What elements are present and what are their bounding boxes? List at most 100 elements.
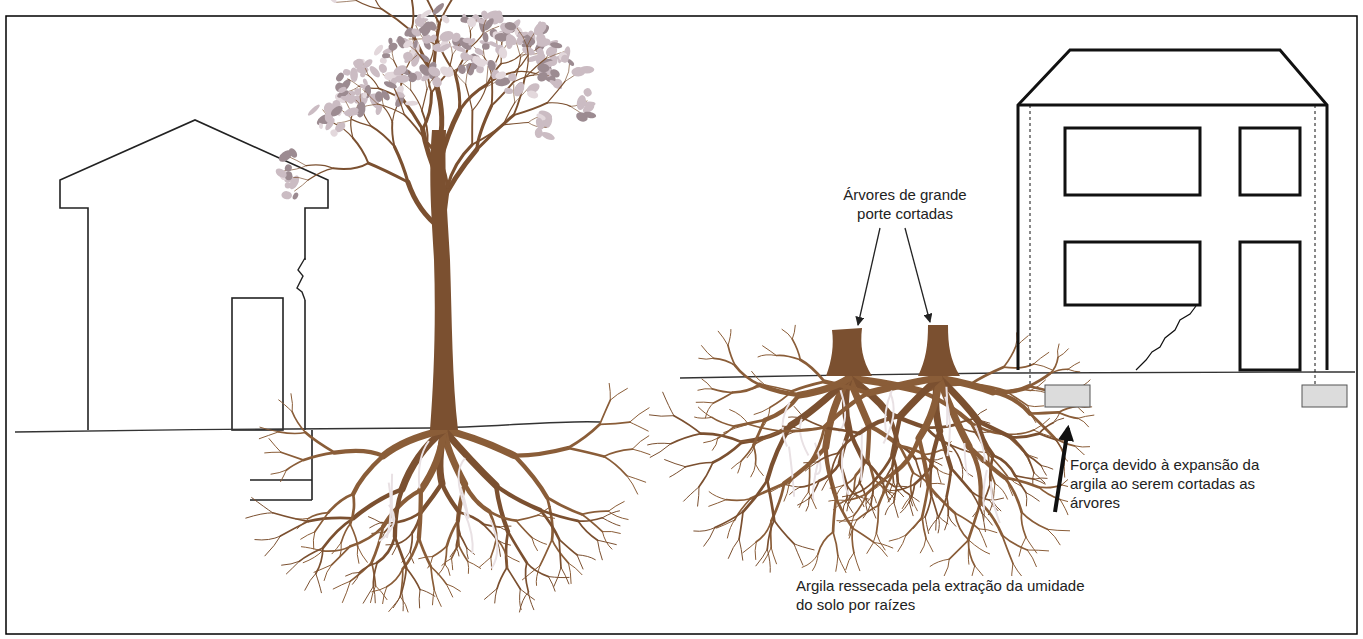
leaf [548,78,563,90]
branch-stroke [1004,347,1016,367]
leaf [465,54,474,61]
branch-stroke [756,464,764,475]
branch-stroke [1011,434,1039,438]
branch-stroke [1030,412,1058,413]
branch-stroke [363,586,373,603]
branch-stroke [459,512,483,524]
root-highlight [789,447,794,497]
branch-stroke [936,515,938,530]
branch-stroke [758,355,776,357]
leaf [432,76,443,88]
branch-stroke [520,589,522,610]
branch-stroke [774,520,794,543]
branch-stroke [1041,465,1046,475]
force-label: Força devido à expansão da argila ao ser… [1068,455,1302,512]
branch-stroke [1034,478,1047,479]
branch-stroke [828,428,860,433]
branch-stroke [842,493,856,497]
leaf [583,111,597,120]
leaf [419,8,433,20]
branch-stroke [353,456,383,494]
leaf [462,37,474,44]
root-highlight [991,481,1000,523]
branch-stroke [561,567,569,584]
branch-stroke [728,539,739,559]
branch-stroke [398,533,413,544]
branch-stroke [604,449,632,456]
branch-stroke [767,480,774,520]
branch-stroke [497,540,511,545]
branch-stroke [480,557,491,567]
leaf [343,111,359,116]
branch-stroke [1053,413,1060,423]
branch-stroke [853,528,875,542]
branch-stroke [538,507,551,516]
branch-stroke [728,330,731,346]
branch-stroke [514,448,568,456]
branch-stroke [344,0,357,1]
branch-stroke [419,490,421,538]
branch-stroke [273,513,309,522]
branch-stroke [332,543,341,554]
branch-stroke [346,572,360,576]
leaf [394,68,403,75]
clay-label: Argila ressecada pela extração da umidad… [794,576,1098,614]
branch-stroke [648,443,671,445]
branch-stroke [333,163,368,169]
branch-stroke [1058,349,1068,358]
branch-stroke [885,502,894,514]
branch-stroke [456,548,459,556]
branch-stroke [1074,446,1089,447]
root-highlight [976,426,985,462]
branch-stroke [931,495,937,515]
branch-stroke [381,9,411,31]
branch-stroke [767,549,770,572]
branch-stroke [802,554,818,568]
branch-stroke [1058,412,1078,418]
branch-stroke [392,122,394,146]
branch-stroke [578,521,598,540]
leaf [287,147,299,159]
branch-stroke [402,592,404,611]
tree-stump [918,325,960,376]
root-highlight [461,488,468,518]
branch-stroke [871,481,874,503]
branch-stroke [337,120,352,124]
branch-stroke [955,513,969,540]
branch-stroke [1057,344,1059,357]
branch-stroke [632,449,650,455]
leaf [494,70,507,81]
branch-stroke [259,432,279,439]
branch-stroke [825,393,869,427]
branch-stroke [387,569,403,587]
branch-stroke [308,518,353,521]
branch-stroke [316,548,323,574]
branch-stroke [525,59,546,78]
leaf [437,42,453,54]
branch-stroke [930,559,949,566]
branch-stroke [1021,512,1026,537]
branch-stroke [912,495,918,511]
branch-stroke [304,453,335,461]
branch-stroke [295,518,308,520]
branch-stroke [371,586,376,603]
leaf [480,9,490,20]
branch-stroke [714,393,733,403]
branch-stroke [836,556,838,572]
branch-stroke [444,430,465,484]
leaf [531,19,549,37]
branch-stroke [496,486,540,511]
branch-stroke [752,371,765,385]
branch-stroke [269,439,281,453]
branch-stroke [863,459,879,476]
branch-stroke [471,111,473,145]
leaf [482,43,490,50]
branch-stroke [472,87,486,111]
branch-stroke [353,489,402,518]
leaf [446,66,455,77]
branch-stroke [794,407,806,420]
branch-stroke [520,589,534,600]
branch-stroke [516,27,527,46]
branch-stroke [514,456,547,498]
foundation-footing [1302,385,1347,407]
